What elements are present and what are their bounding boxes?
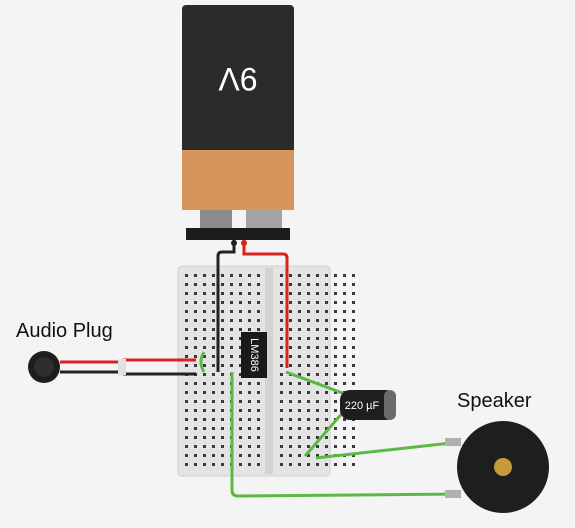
battery-black-lead[interactable]	[216, 240, 236, 372]
audio-plug[interactable]	[28, 351, 196, 383]
wire-ic-to-capacitor[interactable]	[285, 370, 346, 396]
battery-label: 9V	[218, 61, 258, 97]
battery-9v[interactable]: 9V	[182, 5, 294, 240]
audio-plug-label: Audio Plug	[16, 320, 113, 342]
capacitor-label: 220 µF	[345, 400, 380, 412]
audio-green-jumper[interactable]	[199, 351, 206, 373]
ic-label: LM386	[248, 338, 260, 372]
wire-to-speaker-bottom[interactable]	[230, 372, 461, 498]
wire-capacitor-to-board[interactable]	[303, 409, 347, 457]
battery-red-lead[interactable]	[242, 240, 289, 368]
capacitor-220uf[interactable]: 220 µF	[340, 390, 396, 420]
wire-to-speaker-top[interactable]	[315, 440, 461, 460]
lm386-chip[interactable]: LM386	[241, 332, 267, 378]
speaker[interactable]	[445, 421, 549, 513]
speaker-label: Speaker	[457, 390, 532, 412]
